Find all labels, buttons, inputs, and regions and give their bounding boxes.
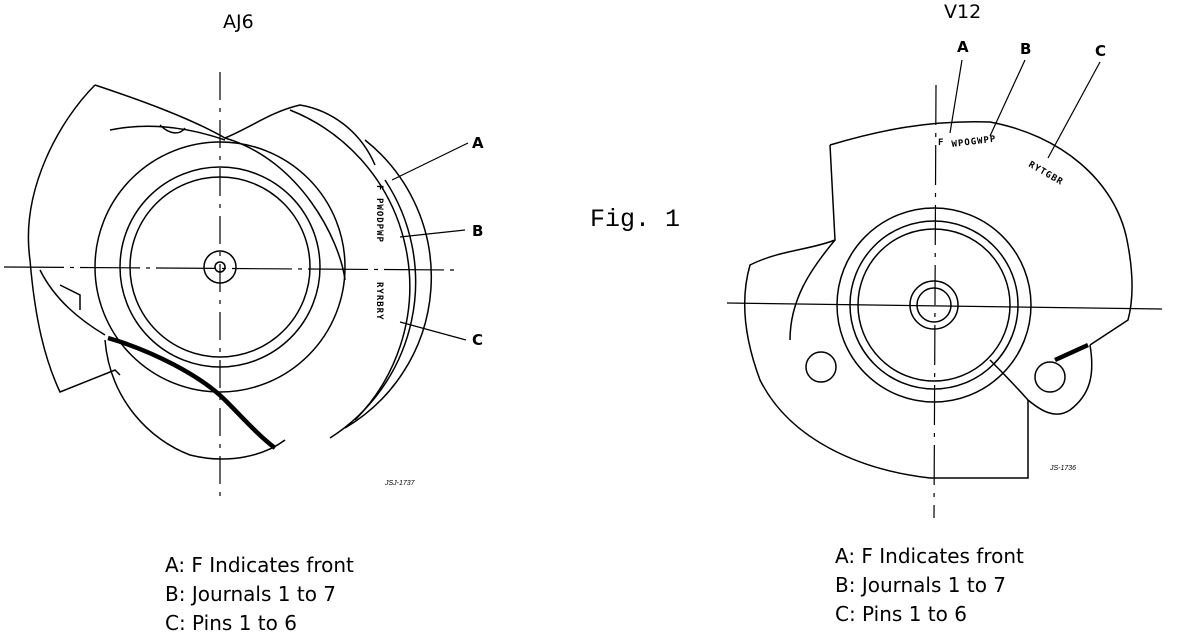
v12-leader-a <box>949 59 963 134</box>
v12-view: V12 F WPOGWPP RYTGBR A B C JS-1736 A: F <box>726 1 1163 626</box>
v12-right-hole <box>1034 361 1066 393</box>
v12-journal-outer <box>849 220 1019 390</box>
v12-leader-b <box>989 59 1026 137</box>
v12-pin-lobe <box>1027 344 1093 415</box>
aj6-center-boss <box>203 250 237 284</box>
v12-drawing-code: JS-1736 <box>1049 465 1076 472</box>
v12-vertical-centerline <box>933 84 937 519</box>
aj6-crank-web-edge <box>224 137 346 281</box>
aj6-lower-web <box>39 269 106 336</box>
aj6-callout-c: C <box>472 331 483 349</box>
aj6-legend-a: A: F Indicates front <box>165 553 354 577</box>
v12-counterweight-lower <box>744 144 1029 479</box>
aj6-main-ring <box>94 141 346 393</box>
aj6-journal-outer <box>119 166 321 368</box>
v12-horizontal-centerline <box>726 302 1163 310</box>
aj6-title: AJ6 <box>223 11 254 33</box>
v12-center-boss <box>909 280 959 330</box>
v12-left-hole <box>805 351 837 383</box>
v12-legend-c: C: Pins 1 to 6 <box>835 602 967 626</box>
aj6-web-step <box>59 284 81 310</box>
aj6-web-notch <box>159 124 186 134</box>
aj6-horizontal-centerline <box>3 266 456 271</box>
aj6-leader-a <box>391 142 469 181</box>
v12-legend-a: A: F Indicates front <box>835 544 1024 568</box>
aj6-upper-web <box>109 125 226 141</box>
v12-lobe-shadow <box>1054 342 1089 363</box>
v12-callout-b: B <box>1020 40 1031 58</box>
aj6-upper-counterweight-edge <box>94 84 376 166</box>
figure-label: Fig. 1 <box>590 205 680 234</box>
aj6-lower-lobe <box>104 339 286 460</box>
aj6-lower-lobe-shadow <box>107 335 277 450</box>
v12-center-hole <box>916 287 952 323</box>
v12-stamp-front: F <box>938 138 944 148</box>
v12-main-ring <box>836 207 1032 403</box>
v12-web-curve <box>789 239 836 341</box>
v12-stamp-pins: RYTGBR <box>1027 160 1065 188</box>
aj6-view: AJ6 F PWODPWP RYRBRY A B <box>3 11 484 632</box>
aj6-stamp-pins: RYRBRY <box>374 282 384 321</box>
aj6-legend-b: B: Journals 1 to 7 <box>165 582 336 606</box>
aj6-right-arc-mid <box>344 139 432 429</box>
aj6-callout-b: B <box>472 222 483 240</box>
v12-leader-c <box>1047 61 1101 159</box>
v12-legend-b: B: Journals 1 to 7 <box>835 573 1006 597</box>
aj6-leader-c <box>399 321 467 341</box>
aj6-left-counterweight <box>27 84 121 393</box>
aj6-callout-a: A <box>472 134 484 152</box>
v12-journal-inner <box>857 228 1011 382</box>
aj6-drawing-code: JSJ-1737 <box>384 480 416 487</box>
v12-counterweight-upper <box>829 120 1133 346</box>
aj6-stamp-journals: PWODPWP <box>374 198 384 243</box>
v12-stamp-journals: WPOGWPP <box>951 135 997 150</box>
aj6-right-arc-outer <box>329 179 417 439</box>
v12-callout-c: C <box>1095 42 1106 60</box>
aj6-center-hole <box>214 261 226 273</box>
aj6-leader-b <box>399 229 466 238</box>
aj6-journal-inner <box>129 176 311 358</box>
v12-lobe-edge <box>989 359 1029 401</box>
aj6-legend-c: C: Pins 1 to 6 <box>165 611 297 632</box>
v12-callout-a: A <box>957 38 969 56</box>
v12-title: V12 <box>944 1 981 23</box>
aj6-stamp-front: F <box>374 185 384 191</box>
aj6-right-arc-inner <box>289 109 411 421</box>
